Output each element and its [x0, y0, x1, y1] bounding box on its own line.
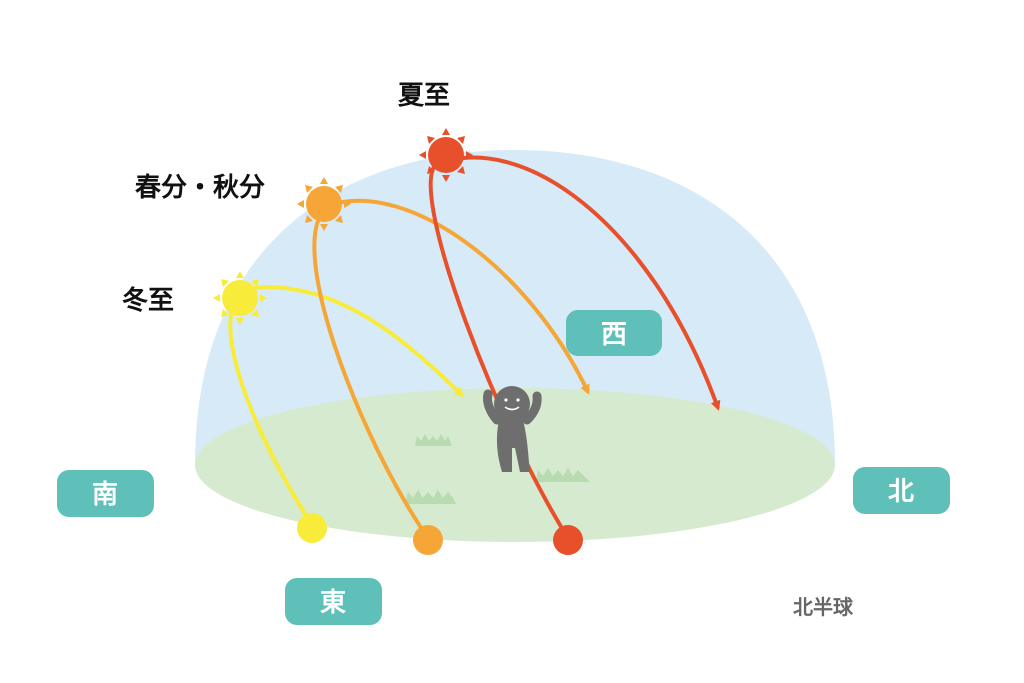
equinox-label: 春分・秋分 — [135, 173, 265, 203]
person-icon — [483, 386, 542, 472]
direction-label-north: 北 — [888, 477, 914, 507]
ground-plane — [195, 388, 835, 542]
sun-equinox-icon — [297, 177, 351, 231]
direction-label-west: 西 — [601, 320, 627, 350]
hemisphere-label: 北半球 — [793, 595, 854, 619]
summer-sunrise-point — [553, 525, 583, 555]
grass-tufts — [405, 434, 590, 504]
direction-label-east: 東 — [320, 588, 346, 618]
summer-solstice-label: 夏至 — [398, 81, 450, 111]
sky-dome — [195, 150, 835, 465]
direction-badge-south: 南 — [57, 470, 154, 517]
direction-badge-north: 北 — [853, 467, 950, 514]
winter-sunrise-point — [297, 513, 327, 543]
sun-summer-icon — [419, 128, 473, 182]
equinox-sunrise-point — [413, 525, 443, 555]
sun-winter-icon — [213, 271, 267, 325]
winter-solstice-label: 冬至 — [122, 286, 174, 316]
direction-badge-west: 西 — [566, 310, 662, 356]
direction-label-south: 南 — [92, 480, 118, 510]
direction-badge-east: 東 — [285, 578, 382, 625]
